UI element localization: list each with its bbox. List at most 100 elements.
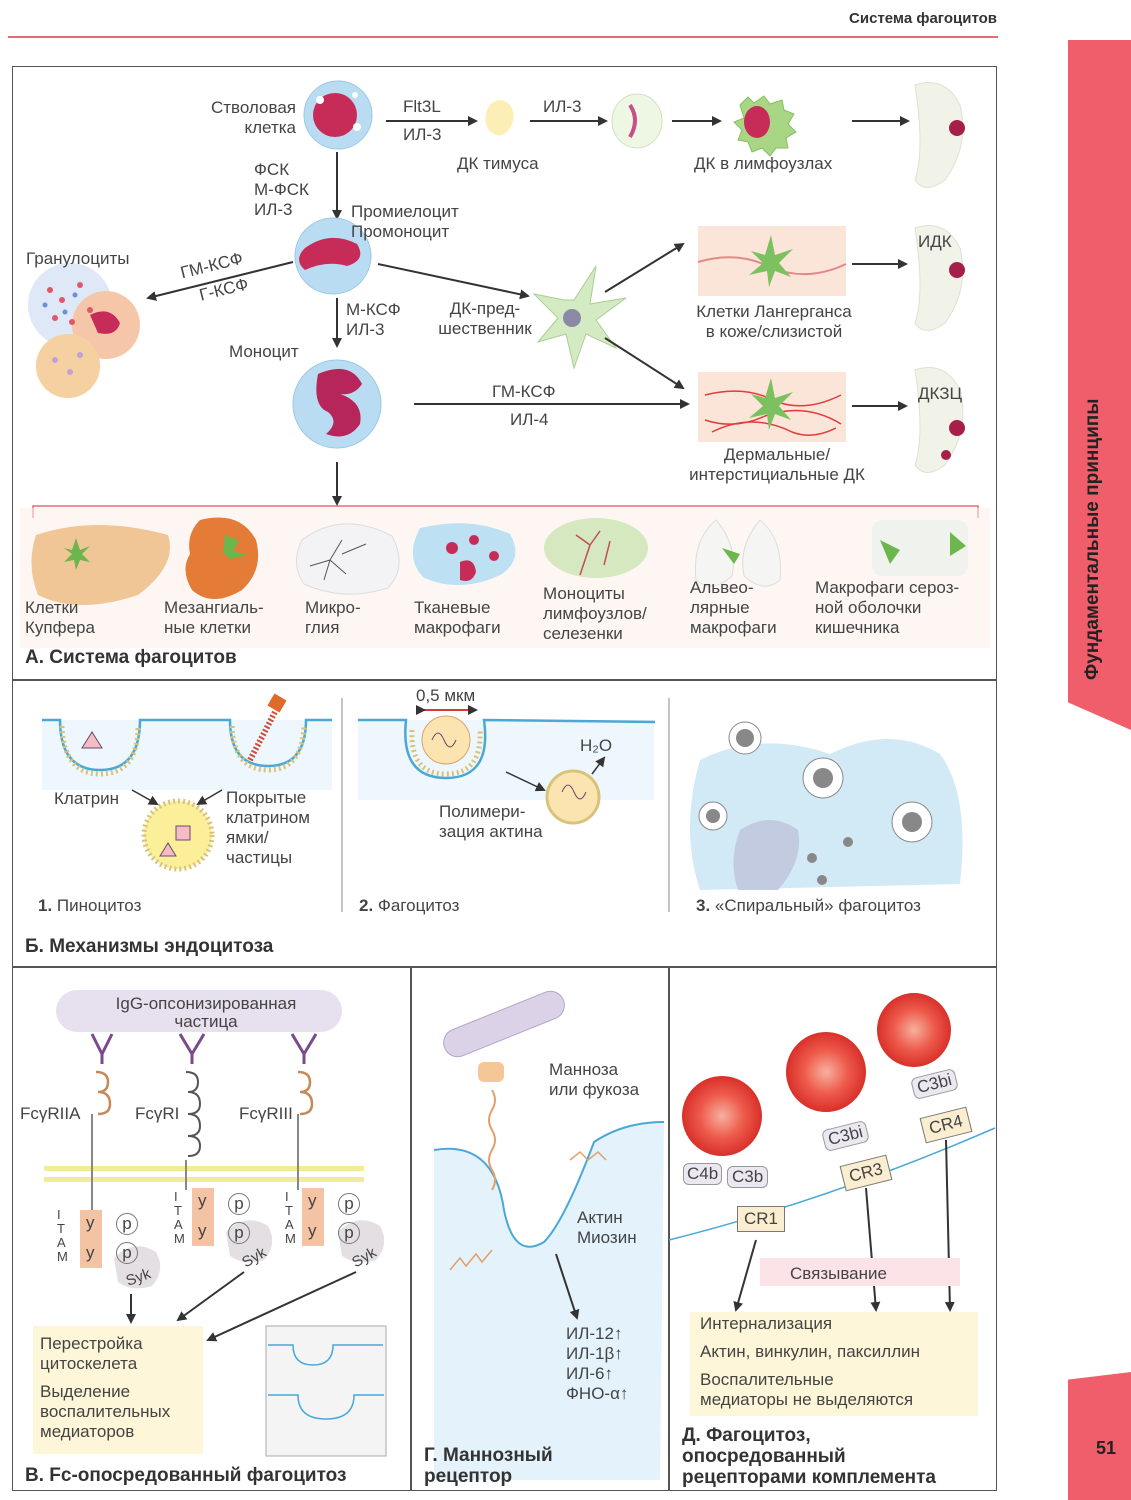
phagocytosis-drawing [358,705,656,825]
t-cell-2 [914,225,965,331]
tissue-lymph-monocytes: Моноциты лимфоузлов/ селезенки [543,584,647,643]
fc-result-cytoskeleton: Перестройка цитоскелета [40,1334,143,1373]
monocyte-factors-label: М-КСФ ИЛ-3 [346,300,401,339]
itam-label-2: I T A M [174,1189,185,1246]
il3-label-b: ИЛ-3 [543,97,582,116]
no-mediators-label: Воспалительные медиаторы не выделяются [700,1370,914,1409]
serosa-intestine-icon [872,520,968,576]
flt3l-label: Flt3L [403,97,441,116]
dc-precursor-label: ДК-пред- шественник [438,299,532,338]
il4-label: ИЛ-4 [510,410,549,429]
panel-a-frame [12,66,997,680]
fc-result-box [33,1326,203,1454]
tissue-mesangial: Мезангиаль- ные клетки [164,598,264,637]
panel-g-caption: Г. Маннозный рецептор [424,1445,553,1487]
fcgr1-label: FcγRI [135,1104,180,1123]
spiral-phagocytosis-label: 3. «Спиральный» фагоцитоз [696,896,921,915]
page-tab [1068,1372,1131,1500]
pinocytosis-drawing [42,693,332,872]
phospho-p-3: p [228,1193,250,1215]
page-number: 51 [1096,1438,1117,1458]
thymus-dc-label: ДК тимуса [457,154,539,173]
panel-b-frame [12,680,997,967]
tyr-y-3: y [198,1191,207,1210]
h2o-label: H₂O [580,736,613,755]
actin-poly-label: Полимери- зация актина [439,802,543,841]
promyelocyte-label: Промиелоцит Промоноцит [351,202,459,241]
idc-label: ИДК [918,232,952,251]
tyr-y-6: y [308,1221,317,1240]
actin-myosin-label: Актин Миозин [577,1208,637,1247]
t-cell-3 [914,367,965,473]
microglia-brain-icon [296,523,400,595]
itam-label-1: I T A M [57,1207,68,1264]
coated-pits-label: Покрытые клатрином ямки/ частицы [226,788,310,867]
promyelocyte-cell [294,217,372,295]
panel-d-frame [669,967,997,1491]
dermal-tissue [698,372,846,442]
cr1-label: CR1 [737,1206,786,1232]
fc-receptor-drawing [44,990,387,1457]
binding-label: Связывание [790,1264,887,1283]
tyr-y-4: y [198,1221,207,1240]
monocyte-label: Моноцит [229,342,299,361]
tyr-y-5: y [308,1191,317,1210]
panel-g-frame [411,967,669,1491]
panel-b-caption: Б. Механизмы эндоцитоза [25,936,274,957]
alveolar-lung-icon [694,519,782,587]
granulocytes-cells [28,263,140,398]
il3-label-a: ИЛ-3 [403,125,442,144]
langerhans-tissue [697,226,847,296]
complement-receptor-drawing [668,993,996,1312]
itam-label-3: I T A M [285,1189,296,1246]
fc-result-mediators: Выделение воспалительных медиаторов [40,1382,171,1441]
igg-particle-label: IgG-опсонизированная частица [115,994,297,1031]
t-cell-1 [914,82,965,188]
stem-cell-label: Стволовая клетка [210,98,296,137]
proteins-label: Актин, винкулин, паксиллин [700,1342,921,1361]
phospho-p-1: p [116,1213,138,1235]
binding-band [760,1258,960,1286]
gm-csf-2-label: ГМ-КСФ [492,382,556,401]
stem-factors-label: ФСК М-ФСК ИЛ-3 [254,160,309,219]
phospho-p-4: p [228,1222,250,1244]
phagocytosis-label: 2. Фагоцитоз [359,896,460,915]
lymph-dc-early [611,93,663,149]
granulocytes-label: Гранулоциты [26,249,130,268]
clathrin-label: Клатрин [54,789,120,808]
panel-a-caption: А. Система фагоцитов [25,647,237,668]
dkzc-label: ДКЗЦ [918,384,963,403]
lymph-spleen-icon [544,518,648,578]
lymph-dc-mature [733,95,797,157]
tissue-microglia: Микро- глия [305,598,361,637]
mannose-receptor-drawing [433,990,665,1480]
lymph-dc-label: ДК в лимфоузлах [694,154,833,173]
panel-d-caption: Д. Фагоцитоз, опосредованный рецепторами… [682,1425,936,1488]
fcgr2a-label: FcγRIIA [20,1104,81,1123]
c3b-label: C3b [727,1166,769,1188]
dc-precursor-cell [532,265,627,370]
pinocytosis-label: 1. Пиноцитоз [38,896,142,915]
running-header: Система фагоцитов [849,10,997,27]
chapter-tab [1068,40,1131,730]
cytokines-label: ИЛ-12↑ ИЛ-1β↑ ИЛ-6↑ ФНО-α↑ [566,1324,629,1403]
mannose-label: Манноза или фукоза [549,1060,640,1099]
mesangial-kidney-icon [185,517,259,599]
panel-v-frame [12,967,411,1491]
tyr-y-2: y [86,1243,95,1262]
stem-cell [303,80,373,150]
tissue-macrophage-icon [412,523,516,586]
internalization-label: Интернализация [700,1314,833,1333]
spiral-phagocytosis-drawing [690,721,963,890]
size-label: 0,5 мкм [416,686,476,705]
thymus-dc-cell [485,100,514,136]
tissue-kupffer: Клетки Купфера [25,598,95,637]
tissue-macrophages: Тканевые макрофаги [414,598,501,637]
tissue-serosa: Макрофаги сероз- ной оболочки кишечника [815,578,960,637]
fcgr3-label: FcγRIII [239,1104,293,1123]
phospho-p-2: p [116,1242,138,1264]
kupffer-liver-icon [31,525,170,605]
langerhans-label: Клетки Лангерганса в коже/слизистой [696,302,852,341]
monocyte-cell [292,359,382,449]
